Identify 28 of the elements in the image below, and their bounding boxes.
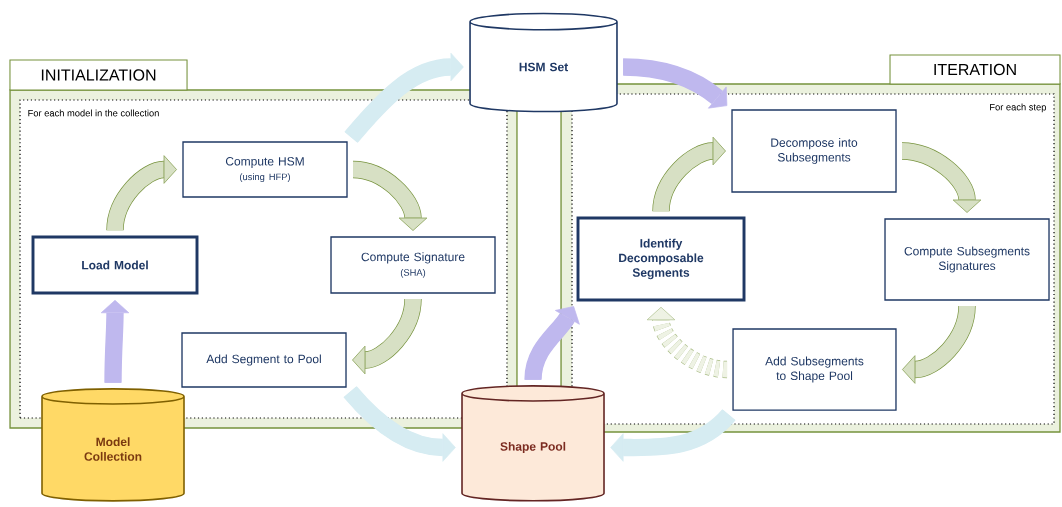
block-arrow	[343, 386, 456, 462]
block-arrow	[901, 142, 982, 213]
block-arrow	[352, 298, 422, 375]
block-arrow	[646, 306, 728, 379]
node-label: ITERATION	[934, 63, 1016, 76]
process-box: Add Subsegments to Shape Pool	[732, 328, 897, 411]
process-box: Compute Signature (SHA)	[330, 236, 496, 294]
loop-label: For each step	[990, 103, 1046, 113]
process-box: Compute Subsegments Signatures	[884, 218, 1050, 301]
database-cylinder: Model Collection	[41, 388, 185, 502]
block-arrow	[352, 160, 428, 231]
block-arrow	[622, 58, 728, 109]
block-arrow	[902, 305, 976, 384]
database-cylinder: HSM Set	[469, 12, 618, 113]
loop-label: For each model in the collection	[28, 109, 159, 117]
block-arrow	[610, 408, 736, 462]
process-box: Add Segment to Pool	[181, 332, 347, 388]
block-arrow	[344, 52, 464, 143]
process-box: Identify Decomposable Segments	[576, 216, 746, 302]
process-box: Compute HSM (using HFP)	[182, 141, 348, 198]
node-label: INITIALIZATION	[41, 69, 156, 81]
database-cylinder: Shape Pool	[461, 385, 605, 502]
process-box: Load Model	[31, 235, 199, 295]
block-arrow	[106, 155, 177, 231]
block-arrow	[652, 136, 726, 212]
process-box: Decompose into Subsegments	[731, 109, 897, 193]
block-arrow	[100, 299, 130, 383]
block-arrow	[524, 306, 580, 381]
